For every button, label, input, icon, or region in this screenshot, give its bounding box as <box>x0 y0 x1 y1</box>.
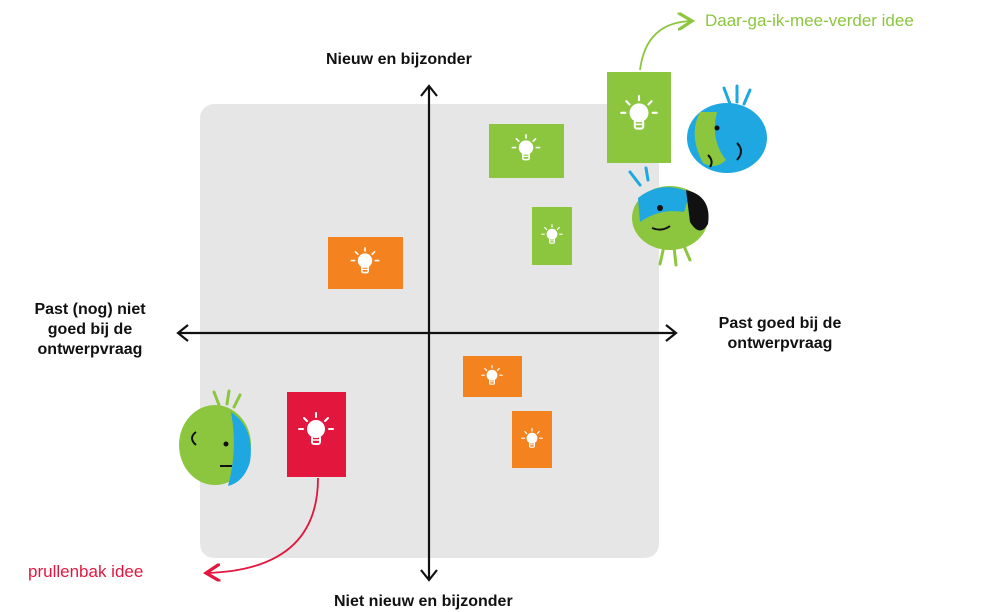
trash-idea-label: prullenbak idee <box>28 562 144 581</box>
trash-idea-arrow <box>206 477 319 573</box>
idea-card-green-2 <box>532 207 572 265</box>
face-character-icon <box>687 84 767 173</box>
axis-label-right: Past goed bij de ontwerpvraag <box>690 314 870 354</box>
idea-card-green-best <box>607 72 671 163</box>
idea-card-orange-1 <box>328 237 403 289</box>
axis-label-left-line-1: Past (nog) niet <box>34 301 146 318</box>
axis-label-right-line-2: ontwerpvraag <box>727 335 833 352</box>
axis-label-bottom: Niet nieuw en bijzonder <box>334 593 513 610</box>
horizontal-axis <box>176 324 678 342</box>
idea-card-green-1 <box>489 124 564 178</box>
axis-label-top: Nieuw en bijzonder <box>326 51 472 68</box>
face-character-icon <box>628 166 709 267</box>
idea-card-red-trash <box>287 392 346 477</box>
best-idea-label: Daar-ga-ik-mee-verder idee <box>705 11 914 30</box>
axis-label-left-line-2: goed bij de <box>47 321 133 338</box>
axis-label-right-line-1: Past goed bij de <box>718 315 842 332</box>
best-idea-arrow <box>639 21 692 71</box>
idea-card-orange-2 <box>463 356 522 397</box>
axis-label-left-line-3: ontwerpvraag <box>37 341 143 358</box>
face-character-icon <box>179 389 251 486</box>
idea-card-orange-3 <box>512 411 552 468</box>
axis-label-left: Past (nog) niet goed bij de ontwerpvraag <box>10 300 170 360</box>
